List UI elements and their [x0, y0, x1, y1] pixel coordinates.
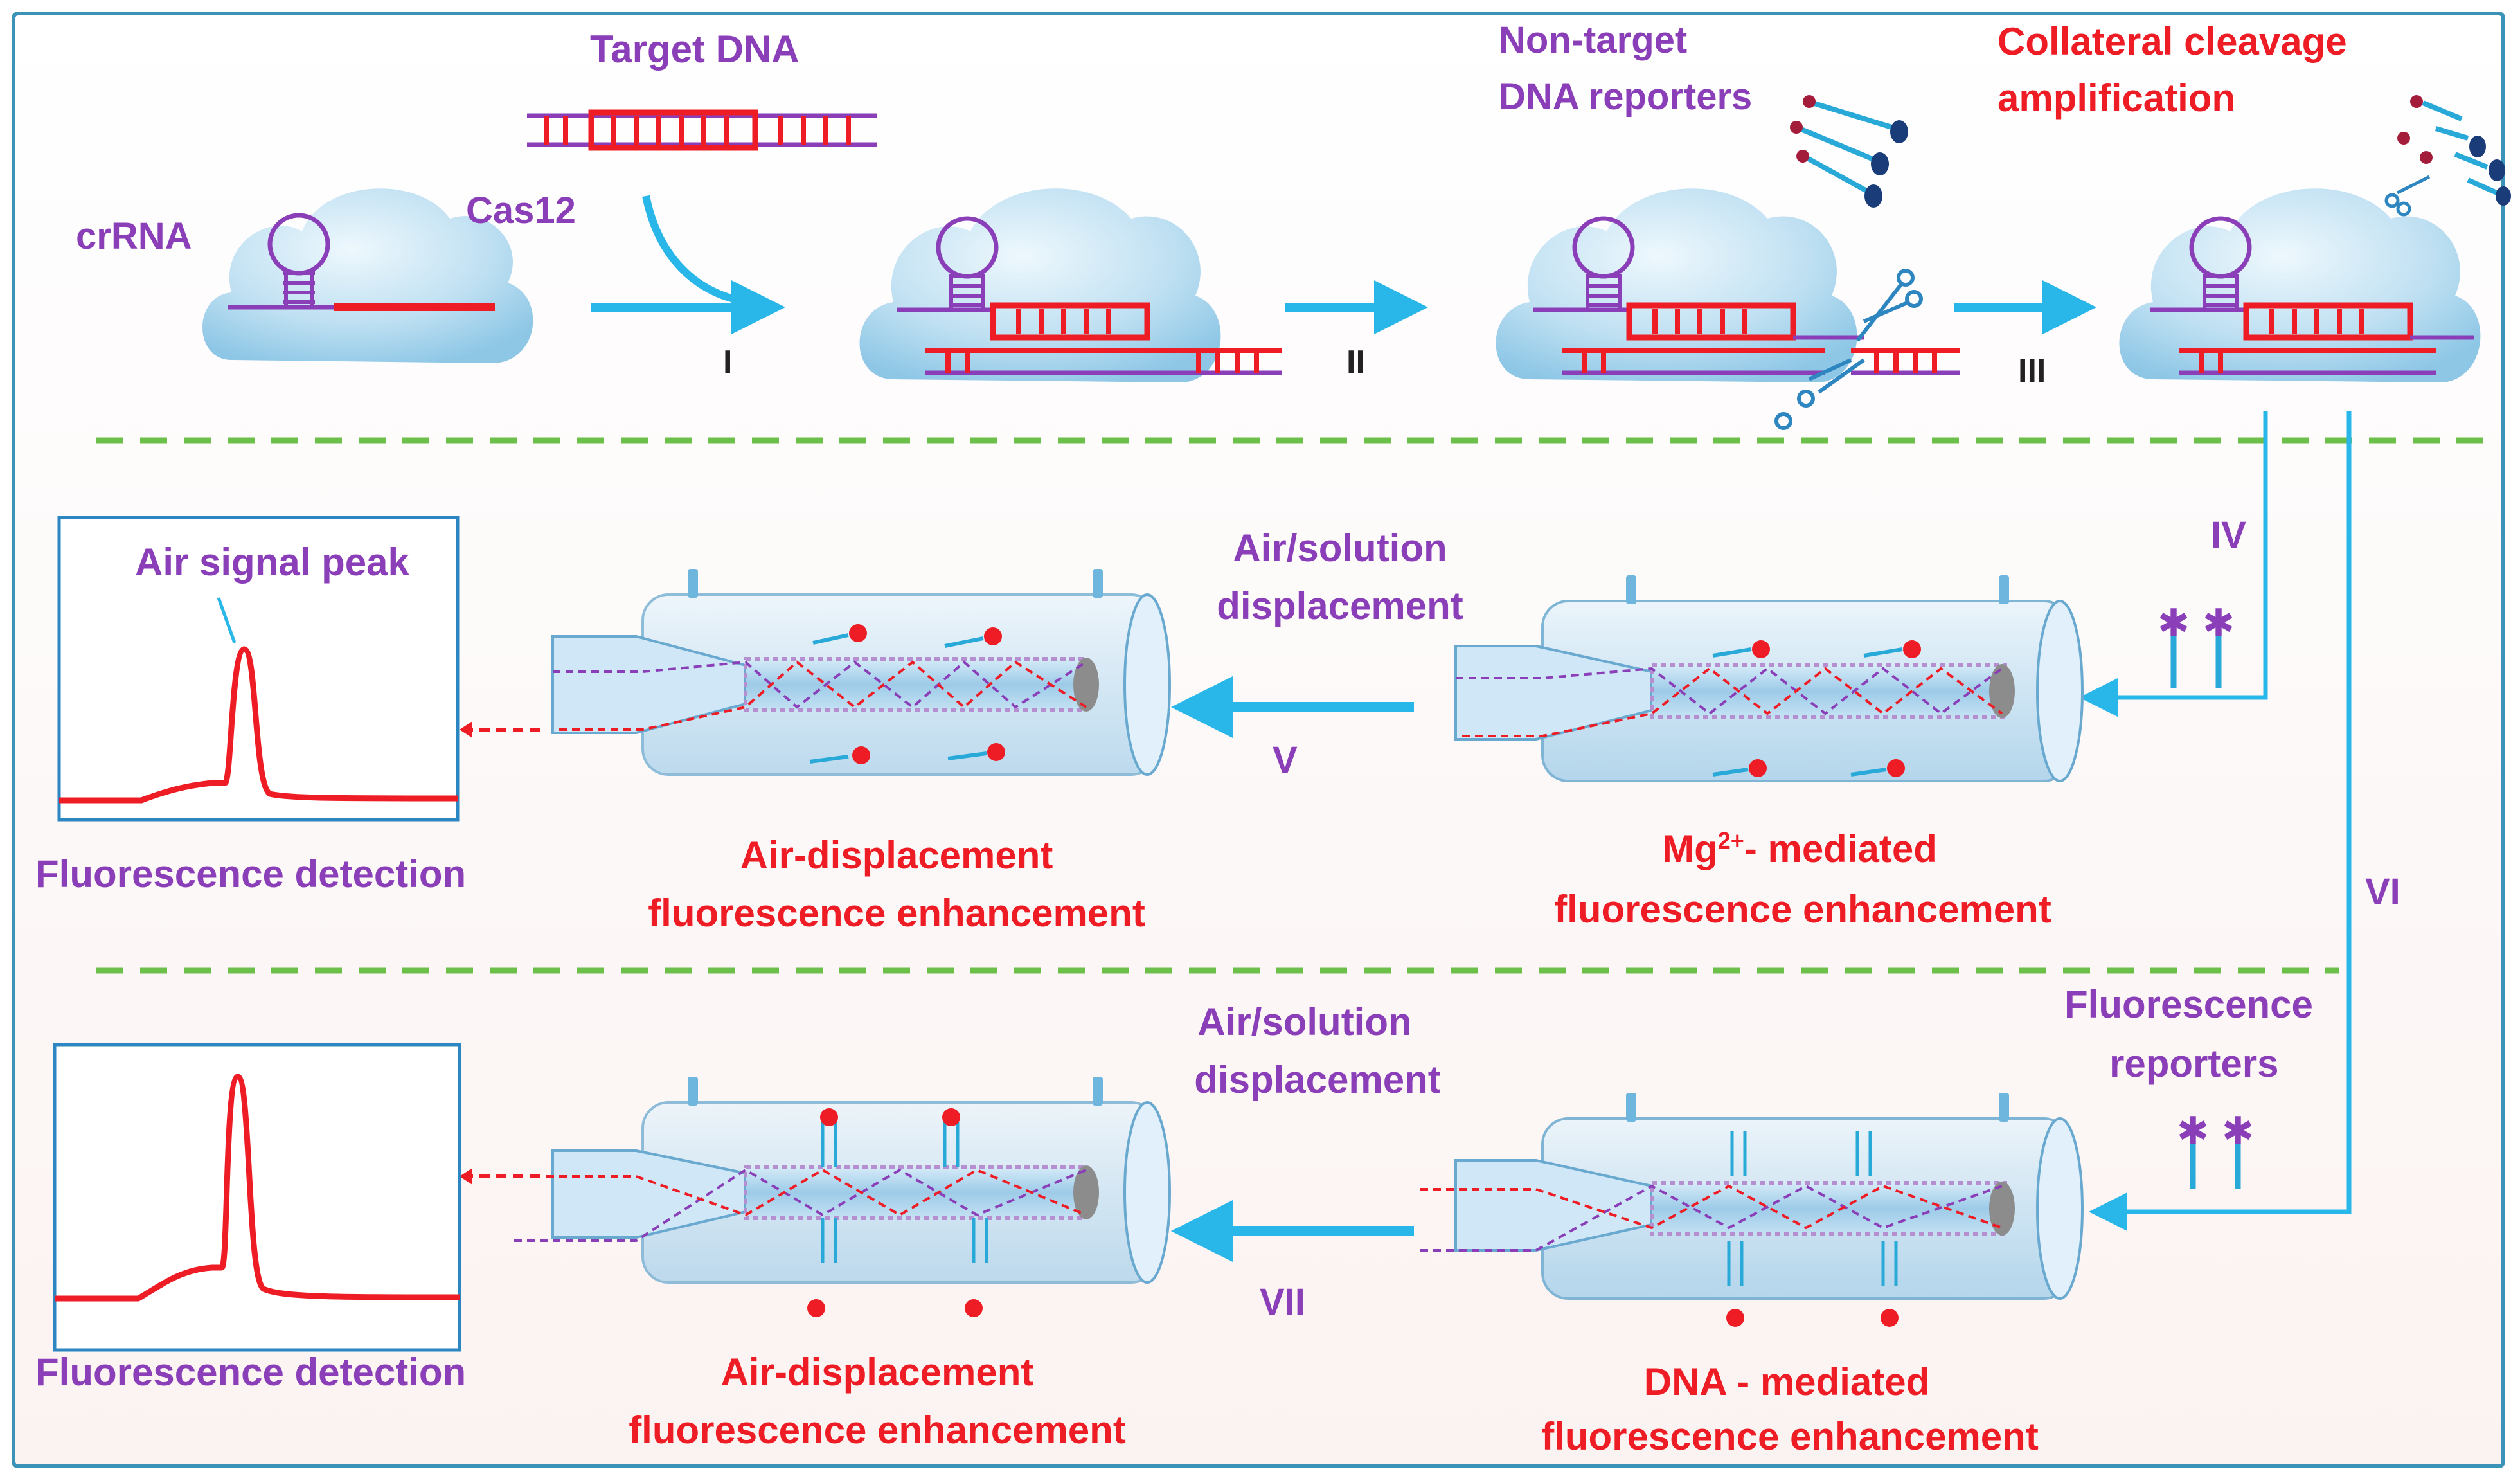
step-3-label: III — [2018, 352, 2046, 390]
tube-mg-middle — [1454, 575, 2084, 782]
crrna-label: crRNA — [76, 215, 192, 257]
connector-step-6 — [2111, 411, 2352, 1214]
fluorescence-reporter-icons-mid: ✱ ✱ — [2158, 601, 2235, 688]
cas12-complex-4 — [2119, 188, 2481, 382]
tube-air-bottom — [514, 1077, 1171, 1317]
collateral-label-line2: amplification — [1997, 76, 2236, 120]
air-caption-middle-line1: Air-displacement — [740, 834, 1053, 877]
detection-graph-middle — [57, 516, 460, 822]
dna-caption-line2: fluorescence enhancement — [1541, 1415, 2039, 1458]
displacement-label-bottom-line1: Air/solution — [1197, 1000, 1412, 1043]
non-target-label-line2: DNA reporters — [1499, 76, 1753, 118]
displacement-label-middle-line1: Air/solution — [1233, 526, 1447, 570]
cas12-label: Cas12 — [466, 190, 576, 231]
air-signal-peak-label: Air signal peak — [135, 541, 409, 584]
fluorescence-reporter-icons-bottom: ✱ ✱ — [2177, 1109, 2254, 1189]
fluorescence-detection-label-middle: Fluorescence detection — [35, 852, 467, 895]
reporters-label-line1: Fluorescence — [2064, 983, 2313, 1026]
dna-caption-line1: DNA - mediated — [1643, 1360, 1930, 1403]
collateral-label-line1: Collateral cleavage — [1997, 20, 2347, 63]
air-caption-bottom-line2: fluorescence enhancement — [629, 1408, 1126, 1452]
scissors-icon — [1774, 269, 1923, 430]
step-1-label: I — [723, 344, 733, 381]
svg-text:✱: ✱ — [2203, 601, 2235, 646]
mg-caption-line1: Mg2+- mediated — [1662, 827, 1937, 870]
reporters-label-line2: reporters — [2109, 1042, 2279, 1085]
mg-caption-line2: fluorescence enhancement — [1554, 888, 2051, 931]
air-caption-middle-line2: fluorescence enhancement — [648, 892, 1145, 935]
step-4-label: IV — [2211, 514, 2246, 556]
step-2-label: II — [1346, 344, 1365, 381]
step-5-label: V — [1273, 739, 1298, 781]
step-7-label: VII — [1260, 1281, 1305, 1323]
non-target-label-line1: Non-target — [1499, 19, 1688, 61]
connector-step-4 — [2102, 411, 2268, 700]
cas12-complex-2 — [859, 188, 1282, 382]
cas12-complex-3 — [1496, 188, 1960, 382]
svg-text:✱: ✱ — [2177, 1109, 2209, 1154]
displacement-label-bottom-line2: displacement — [1194, 1058, 1441, 1101]
fluorescence-detection-label-bottom: Fluorescence detection — [35, 1351, 467, 1394]
arrow-step-1 — [642, 195, 759, 306]
displacement-label-middle-line2: displacement — [1217, 584, 1463, 627]
air-caption-bottom-line1: Air-displacement — [720, 1351, 1034, 1394]
svg-text:✱: ✱ — [2222, 1109, 2254, 1154]
tube-air-middle — [551, 569, 1171, 776]
svg-text:✱: ✱ — [2158, 601, 2190, 646]
target-dna-label: Target DNA — [590, 28, 800, 71]
cas12-complex-1 — [202, 188, 533, 363]
target-dna-icon — [527, 109, 877, 151]
step-6-label: VI — [2365, 871, 2400, 913]
dna-reporters-icon — [1790, 95, 1908, 208]
tube-dna-bottom — [1420, 1093, 2084, 1327]
cleaved-reporters-icon — [2384, 95, 2511, 217]
detection-graph-bottom — [53, 1043, 461, 1352]
